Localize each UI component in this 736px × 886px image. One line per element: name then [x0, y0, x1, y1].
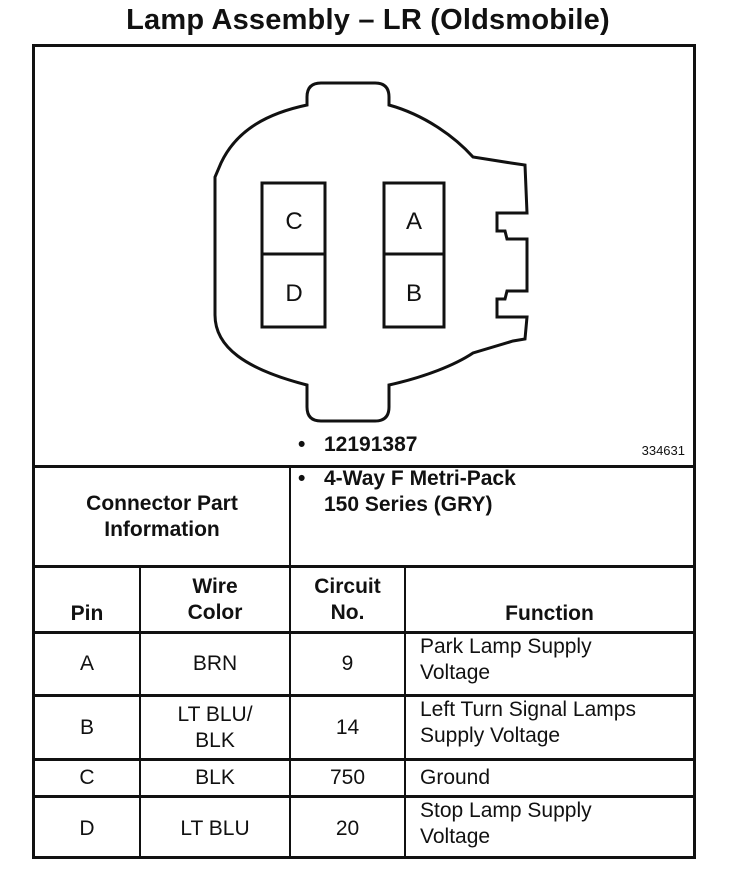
row-c-circuit: 750 — [329, 766, 366, 789]
rule-col-circuit — [404, 567, 406, 859]
row-b-wire-color: LT BLU/ BLK — [177, 702, 253, 752]
row-b-pin: B — [79, 715, 94, 739]
header-pin: Pin — [70, 602, 104, 625]
row-d-wire-color: LT BLU — [180, 816, 250, 840]
row-a-pin: A — [79, 652, 94, 675]
header-circuit-no: Circuit No. — [314, 574, 381, 624]
row-d-function: Stop Lamp Supply Voltage — [420, 799, 592, 848]
part-number-item: • 12191387 — [298, 432, 516, 458]
connector-type-line1: 4-Way F Metri-Pack — [324, 467, 516, 490]
connector-diagram: C A D B — [213, 81, 529, 423]
rule-info-bottom — [35, 565, 693, 568]
rule-row-c — [35, 795, 693, 798]
connector-type-item: • 4-Way F Metri-Pack 150 Series (GRY) — [298, 466, 516, 518]
part-info-heading-line1: Connector Part — [86, 491, 238, 515]
row-c-wire-color: BLK — [195, 766, 235, 789]
page-title: Lamp Assembly – LR (Oldsmobile) — [126, 4, 610, 36]
connector-housing-outline — [213, 81, 529, 423]
rule-col-wire — [289, 567, 291, 859]
row-a-wire-color: BRN — [192, 652, 238, 675]
figure-id: 334631 — [641, 443, 685, 458]
row-d-pin: D — [79, 816, 95, 840]
pin-label-a: A — [406, 208, 422, 235]
rule-info-divider — [289, 467, 291, 566]
header-wire-color: Wire Color — [187, 574, 243, 624]
pin-label-d: D — [285, 280, 302, 307]
row-d-circuit: 20 — [335, 816, 360, 840]
connector-frame: C A D B 334631 Connector Part Informatio… — [32, 44, 696, 859]
bullet-glyph: • — [298, 467, 306, 490]
pin-cavities — [260, 181, 446, 329]
row-b-function: Left Turn Signal Lamps Supply Voltage — [420, 698, 636, 747]
rule-diagram-bottom — [35, 465, 693, 468]
row-a-circuit: 9 — [341, 652, 354, 675]
part-number: 12191387 — [324, 433, 418, 456]
rule-col-pin — [139, 567, 141, 859]
connector-type-line2: 150 Series (GRY) — [324, 493, 493, 516]
pin-label-b: B — [406, 280, 422, 307]
pin-cavity-d — [260, 252, 327, 329]
bullet-glyph: • — [298, 433, 306, 456]
rule-header-bottom — [35, 631, 693, 634]
row-c-function: Ground — [420, 766, 491, 789]
part-info-details: • 12191387 • 4-Way F Metri-Pack 150 Seri… — [298, 432, 516, 518]
header-function: Function — [505, 602, 594, 625]
row-b-circuit: 14 — [335, 715, 360, 739]
part-info-heading-line2: Information — [104, 517, 220, 541]
rule-row-b — [35, 758, 693, 761]
pin-cavity-b — [382, 252, 446, 329]
row-a-function: Park Lamp Supply Voltage — [420, 635, 592, 684]
rule-row-a — [35, 694, 693, 697]
part-info-heading: Connector Part Information — [35, 468, 289, 565]
row-c-pin: C — [79, 766, 95, 789]
pin-label-c: C — [285, 208, 302, 235]
